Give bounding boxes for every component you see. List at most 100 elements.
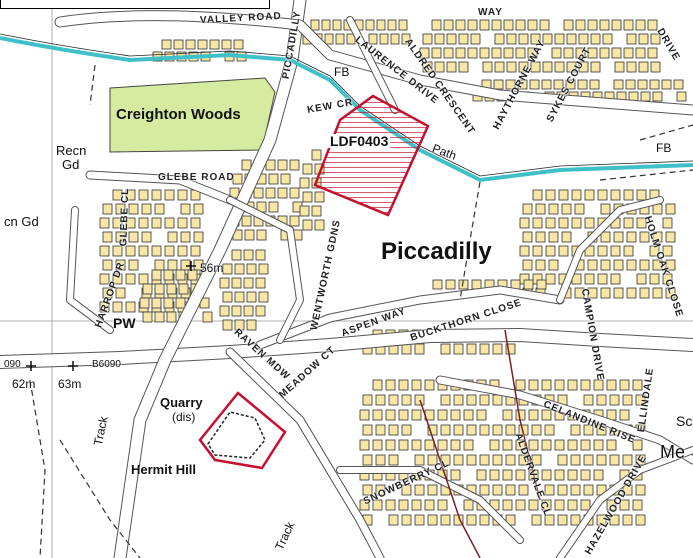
building (422, 33, 433, 45)
building (570, 514, 581, 526)
building (427, 484, 438, 496)
building (574, 287, 585, 299)
building (401, 424, 412, 436)
building (494, 33, 505, 45)
building (388, 394, 399, 406)
building (335, 33, 345, 45)
building (467, 19, 478, 31)
building (164, 245, 175, 257)
building (563, 47, 574, 59)
building (202, 311, 213, 323)
building (324, 33, 334, 45)
building (398, 409, 409, 421)
building (432, 279, 443, 290)
building (600, 287, 611, 299)
building (566, 61, 577, 73)
building (554, 439, 565, 451)
building (219, 277, 230, 289)
building (587, 47, 598, 59)
building (321, 19, 331, 31)
building (553, 79, 564, 90)
label-piccadilly: Piccadilly (381, 238, 492, 265)
building (503, 47, 514, 59)
building (177, 189, 188, 201)
building (453, 424, 464, 436)
building (652, 91, 663, 102)
building (112, 245, 123, 257)
building (613, 79, 624, 90)
road-number-b6090: B6090 (92, 359, 121, 370)
building (115, 203, 126, 215)
building (519, 245, 530, 257)
building (180, 231, 191, 243)
building (166, 283, 177, 295)
building (398, 379, 409, 391)
building (414, 454, 425, 466)
building (575, 19, 586, 31)
building (503, 19, 514, 31)
building (440, 394, 451, 406)
building (479, 19, 490, 31)
building (463, 499, 474, 511)
building (479, 424, 490, 436)
building (372, 439, 383, 451)
building (289, 187, 300, 199)
building (662, 217, 673, 229)
building (584, 217, 595, 229)
building (492, 343, 503, 355)
building (557, 454, 568, 466)
spot-height-56m: 56m (200, 261, 224, 275)
building (427, 424, 438, 436)
building (178, 283, 189, 295)
building (619, 379, 630, 391)
building (234, 263, 245, 275)
building (635, 47, 646, 59)
building (541, 79, 552, 90)
building (622, 394, 633, 406)
building (492, 484, 503, 496)
building (390, 33, 400, 45)
building (650, 61, 661, 73)
building (505, 343, 516, 355)
building (193, 231, 204, 243)
building (583, 484, 594, 496)
building (427, 514, 438, 526)
building (401, 33, 411, 45)
building (359, 499, 370, 511)
building (310, 19, 320, 31)
building (197, 39, 208, 50)
building (545, 189, 556, 201)
building (502, 469, 513, 481)
building (388, 454, 399, 466)
building (635, 514, 646, 526)
building (233, 39, 244, 50)
building (640, 91, 651, 102)
building (518, 484, 529, 496)
building (599, 47, 610, 59)
building (299, 177, 310, 189)
building (154, 283, 165, 295)
building (502, 499, 513, 511)
building (411, 499, 422, 511)
street-glebe-cl: GLEBE CL (118, 187, 132, 247)
building (434, 61, 445, 73)
building (280, 173, 291, 185)
building (558, 217, 569, 229)
building (515, 469, 526, 481)
building (167, 259, 178, 271)
building (638, 61, 649, 73)
building (411, 379, 422, 391)
building (578, 33, 589, 45)
building (635, 454, 646, 466)
building (151, 189, 162, 201)
site-label-ldf0403[interactable]: LDF0403 (328, 133, 391, 149)
building (623, 47, 634, 59)
building (450, 439, 461, 451)
building (587, 287, 598, 299)
building (222, 291, 233, 303)
building (102, 231, 113, 243)
building (492, 394, 503, 406)
building (545, 217, 556, 229)
